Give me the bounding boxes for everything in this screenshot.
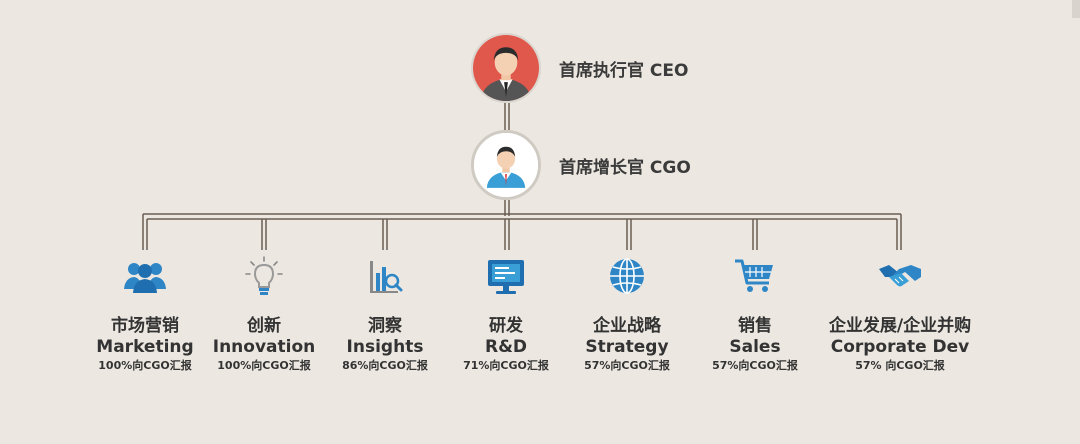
dept-report-stat: 71%向CGO汇报 — [463, 359, 549, 372]
dept-en-label: Strategy — [585, 337, 669, 357]
dept-report-stat: 100%向CGO汇报 — [217, 359, 311, 372]
people-group-icon — [122, 255, 168, 299]
ceo-avatar — [471, 33, 541, 103]
ceo-title: 首席执行官 CEO — [559, 61, 689, 81]
shopping-cart-icon — [732, 255, 778, 299]
dept-en-label: Marketing — [96, 337, 194, 357]
dept-en-label: Corporate Dev — [830, 337, 970, 357]
dept-en-label: Insights — [346, 337, 424, 357]
dept-report-stat: 57%向CGO汇报 — [584, 359, 670, 372]
dept-rnd: 研发 R&D 71%向CGO汇报 — [441, 255, 571, 375]
corner-mark — [1072, 0, 1080, 18]
cgo-avatar — [471, 130, 541, 200]
dept-cn-label: 企业发展/企业并购 — [828, 316, 972, 336]
handshake-icon — [877, 255, 923, 299]
lightbulb-icon — [241, 255, 287, 299]
monitor-icon — [483, 255, 529, 299]
cgo-title: 首席增长官 CGO — [559, 158, 691, 178]
dept-strategy: 企业战略 Strategy 57%向CGO汇报 — [562, 255, 692, 375]
bar-chart-magnifier-icon — [362, 255, 408, 299]
dept-cn-label: 创新 — [247, 316, 281, 336]
dept-corporate-dev: 企业发展/企业并购 Corporate Dev 57% 向CGO汇报 — [827, 255, 973, 375]
dept-marketing: 市场营销 Marketing 100%向CGO汇报 — [80, 255, 210, 375]
dept-cn-label: 市场营销 — [111, 316, 179, 336]
dept-en-label: Innovation — [212, 337, 316, 357]
dept-report-stat: 57%向CGO汇报 — [712, 359, 798, 372]
dept-report-stat: 86%向CGO汇报 — [342, 359, 428, 372]
globe-icon — [604, 255, 650, 299]
dept-en-label: R&D — [484, 337, 528, 357]
dept-sales: 销售 Sales 57%向CGO汇报 — [690, 255, 820, 375]
dept-innovation: 创新 Innovation 100%向CGO汇报 — [199, 255, 329, 375]
dept-insights: 洞察 Insights 86%向CGO汇报 — [320, 255, 450, 375]
dept-cn-label: 洞察 — [368, 316, 402, 336]
dept-report-stat: 100%向CGO汇报 — [98, 359, 192, 372]
dept-report-stat: 57% 向CGO汇报 — [855, 359, 945, 372]
dept-en-label: Sales — [729, 337, 781, 357]
dept-cn-label: 研发 — [489, 316, 523, 336]
dept-cn-label: 销售 — [738, 316, 772, 336]
dept-cn-label: 企业战略 — [593, 316, 661, 336]
